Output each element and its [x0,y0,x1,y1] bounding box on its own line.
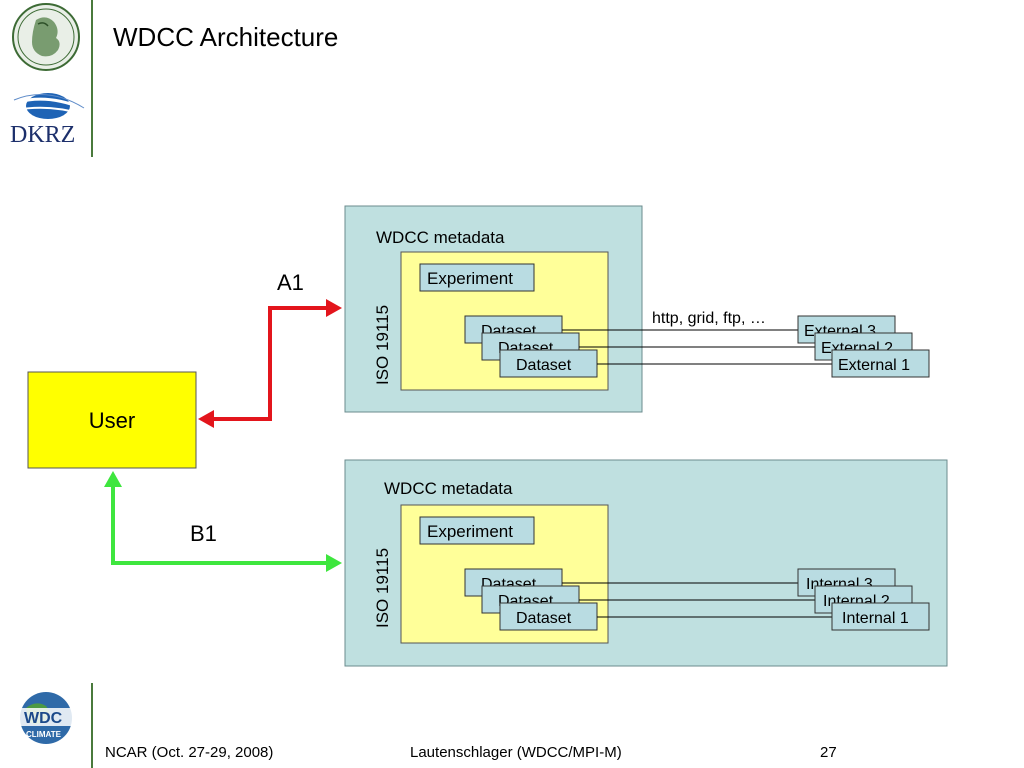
max-planck-logo [8,2,86,72]
panel-b-title: WDCC metadata [384,479,513,498]
wdc-climate-logo: WDC CLIMATE [12,688,88,748]
arrow-a1-label: A1 [277,270,304,295]
user-label: User [89,408,135,433]
panel-a-experiment-box [419,263,535,292]
arrow-a1-path [210,306,328,421]
sidebar-line-bottom [91,683,93,768]
arrow-a1-head-left [198,410,214,428]
external-label-1: External 1 [838,357,910,374]
internal-label-1: Internal 1 [842,610,909,627]
wdc-logo-text: WDC [24,710,63,727]
panel-a-title: WDCC metadata [376,228,505,247]
sidebar-line-top [91,0,93,157]
panel-a-iso-label: ISO 19115 [373,305,392,385]
panel-b-iso-label: ISO 19115 [373,548,392,628]
footer-center: Lautenschlager (WDCC/MPI-M) [410,744,622,761]
panel-b-dataset-label-3: Dataset [516,610,572,627]
panel-a-dataset-label-3: Dataset [516,357,572,374]
arrow-a1-head-right [326,299,342,317]
wdc-logo-subtext: CLIMATE [26,730,62,739]
footer-left: NCAR (Oct. 27-29, 2008) [105,744,274,761]
arrow-b1-path [111,484,328,565]
user-box [27,371,197,469]
footer-page-number: 27 [820,744,837,761]
external-box-1 [831,349,930,378]
panel-a-experiment-label: Experiment [427,269,513,288]
panel-a-dataset-box-3 [499,349,598,378]
dkrz-logo: DKRZ [4,84,88,154]
arrow-b1-head-right [326,554,342,572]
slide-title: WDCC Architecture [113,22,339,52]
protocols-label: http, grid, ftp, … [652,310,766,327]
panel-b-experiment-box [419,516,535,545]
internal-box-1 [831,602,930,631]
dkrz-logo-text: DKRZ [10,122,75,148]
panel-b-experiment-label: Experiment [427,522,513,541]
arrow-b1-head-up [104,471,122,487]
panel-b-dataset-box-3 [499,602,598,631]
arrow-b1-label: B1 [190,521,217,546]
